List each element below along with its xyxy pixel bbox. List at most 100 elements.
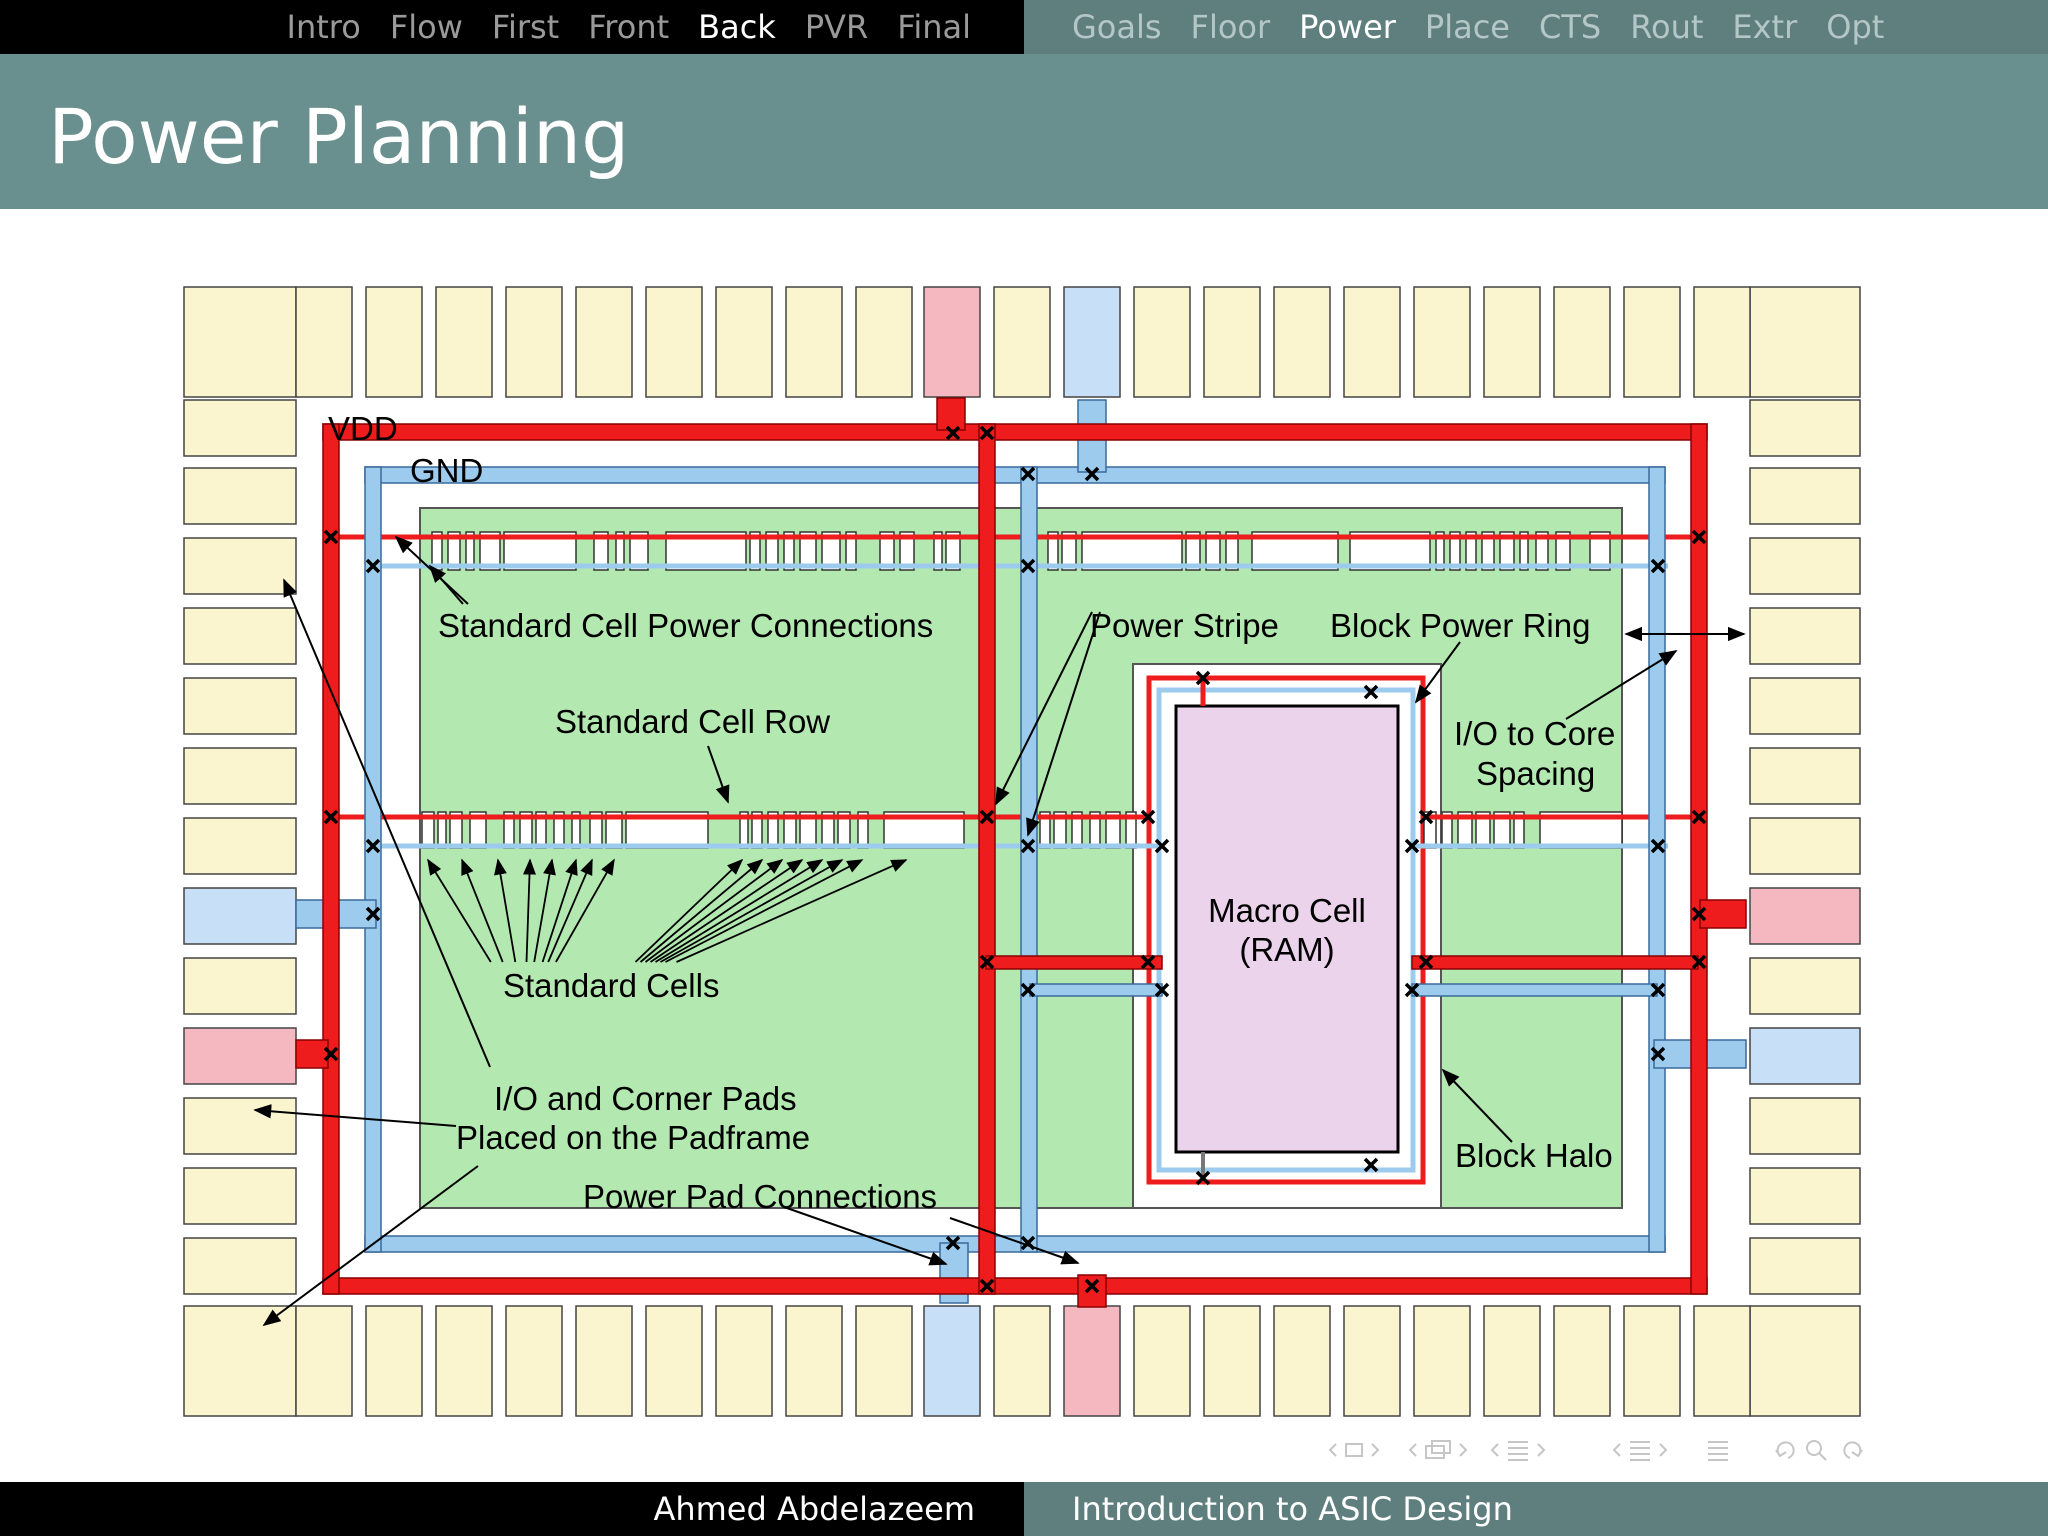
nav-item-intro[interactable]: Intro bbox=[286, 8, 361, 46]
arrow-to-stripe-vdd bbox=[995, 611, 1093, 806]
title-bar: Power Planning bbox=[0, 54, 2048, 209]
via-marker bbox=[979, 954, 995, 970]
via-marker bbox=[365, 838, 381, 854]
standard-cell bbox=[1061, 531, 1077, 571]
arrow-io-pad-left bbox=[253, 1104, 457, 1127]
io-pad-left bbox=[183, 1097, 297, 1155]
section-icon[interactable] bbox=[1508, 1441, 1528, 1461]
io-pad-top bbox=[365, 286, 423, 398]
nav-prev-section-icon[interactable] bbox=[1490, 1443, 1499, 1457]
standard-cell bbox=[749, 531, 761, 571]
nav-item-flow[interactable]: Flow bbox=[389, 8, 463, 46]
standard-cell bbox=[1225, 531, 1239, 571]
arrow-block-halo bbox=[1441, 1068, 1513, 1143]
footer-course: Introduction to ASIC Design bbox=[1024, 1482, 2048, 1536]
io-pad-top bbox=[1063, 286, 1121, 398]
nav-item-place[interactable]: Place bbox=[1424, 8, 1510, 46]
standard-cell bbox=[1535, 531, 1549, 571]
io-pad-bottom bbox=[1623, 1305, 1681, 1417]
io-pad-right bbox=[1749, 537, 1861, 595]
io-pad-bottom bbox=[1553, 1305, 1611, 1417]
nav-item-power[interactable]: Power bbox=[1299, 8, 1396, 46]
document-icon[interactable] bbox=[1630, 1441, 1650, 1461]
nav-item-pvr[interactable]: PVR bbox=[804, 8, 869, 46]
standard-cell bbox=[1465, 531, 1477, 571]
standard-cell bbox=[1047, 531, 1059, 571]
via-marker bbox=[1020, 466, 1036, 482]
arrow-power-pad-2 bbox=[949, 1217, 1080, 1265]
io-pad-left bbox=[183, 537, 297, 595]
io-pad-top bbox=[1623, 286, 1681, 398]
io-pad-bottom bbox=[435, 1305, 493, 1417]
subsection-nav: Goals Floor Power Place CTS Rout Extr Opt bbox=[1072, 0, 1913, 54]
nav-item-floor[interactable]: Floor bbox=[1190, 8, 1271, 46]
frame-icon[interactable] bbox=[1345, 1443, 1363, 1457]
via-marker bbox=[1363, 1157, 1379, 1173]
nav-item-back[interactable]: Back bbox=[698, 8, 776, 46]
macro-cell bbox=[1174, 704, 1400, 1154]
nav-item-final[interactable]: Final bbox=[897, 8, 971, 46]
macro-cell-label: Macro Cell bbox=[1208, 892, 1366, 929]
io-pads-label: I/O and Corner Pads bbox=[494, 1080, 797, 1117]
nav-item-first[interactable]: First bbox=[491, 8, 560, 46]
standard-cell bbox=[593, 531, 609, 571]
nav-prev-subsection-icon[interactable] bbox=[1408, 1443, 1417, 1457]
via-marker bbox=[1140, 809, 1156, 825]
standard-cell bbox=[629, 531, 649, 571]
io-pad-left bbox=[183, 957, 297, 1015]
io-pad-top bbox=[715, 286, 773, 398]
io-pad-top bbox=[1483, 286, 1541, 398]
standard-cell bbox=[1435, 531, 1445, 571]
io-pad-bottom bbox=[505, 1305, 563, 1417]
via-marker bbox=[979, 425, 995, 441]
standard-cell bbox=[899, 531, 915, 571]
nav-item-cts[interactable]: CTS bbox=[1538, 8, 1602, 46]
nav-item-opt[interactable]: Opt bbox=[1826, 8, 1885, 46]
forward-icon[interactable] bbox=[1843, 1441, 1863, 1459]
nav-item-front[interactable]: Front bbox=[588, 8, 670, 46]
io-pad-bottom bbox=[1133, 1305, 1191, 1417]
nav-prev-doc-icon[interactable] bbox=[1612, 1443, 1621, 1457]
top-navigation-bar: Intro Flow First Front Back PVR Final Goals Flo… bbox=[0, 0, 2048, 54]
back-icon[interactable] bbox=[1775, 1441, 1795, 1459]
standard-cell bbox=[1185, 531, 1201, 571]
search-icon[interactable] bbox=[1806, 1440, 1822, 1456]
appendix-icon[interactable] bbox=[1708, 1441, 1728, 1461]
io-pad-right bbox=[1749, 607, 1861, 665]
beamer-navigation-symbols[interactable] bbox=[1320, 1436, 2020, 1464]
io-pad-top bbox=[1343, 286, 1401, 398]
standard-cell-arrow bbox=[494, 858, 517, 963]
standard-cell bbox=[799, 531, 817, 571]
nav-item-rout[interactable]: Rout bbox=[1630, 8, 1704, 46]
section-nav: Intro Flow First Front Back PVR Final bbox=[287, 0, 1000, 54]
via-marker bbox=[1404, 838, 1420, 854]
standard-cell bbox=[1449, 531, 1461, 571]
standard-cell bbox=[447, 531, 461, 571]
io-pad-left bbox=[183, 887, 297, 945]
io-pad-top bbox=[1133, 286, 1191, 398]
io-pad-left bbox=[183, 677, 297, 735]
block-ring-gnd bbox=[1156, 687, 1416, 1173]
io-pad-top bbox=[295, 286, 353, 398]
nav-prev-frame-icon[interactable] bbox=[1328, 1443, 1337, 1457]
nav-item-extr[interactable]: Extr bbox=[1732, 8, 1798, 46]
standard-cell-arrow bbox=[541, 858, 578, 963]
io-pad-right bbox=[1749, 957, 1861, 1015]
block-power-ring-label: Block Power Ring bbox=[1330, 607, 1590, 644]
io-pad-right bbox=[1749, 887, 1861, 945]
nav-next-frame-icon[interactable] bbox=[1371, 1443, 1380, 1457]
io-pad-left bbox=[183, 817, 297, 875]
nav-item-goals[interactable]: Goals bbox=[1072, 8, 1162, 46]
slide-title: Power Planning bbox=[48, 92, 630, 181]
io-pad-left bbox=[183, 1027, 297, 1085]
arrow-io-pad-top bbox=[283, 578, 491, 1068]
io-pad-right bbox=[1749, 677, 1861, 735]
nav-next-doc-icon[interactable] bbox=[1659, 1443, 1668, 1457]
macro-cell-ram-label: (RAM) bbox=[1239, 931, 1334, 968]
via-markers bbox=[323, 425, 1707, 1294]
nav-next-subsection-icon[interactable] bbox=[1459, 1443, 1468, 1457]
via-marker bbox=[1418, 809, 1434, 825]
standard-cell bbox=[465, 531, 475, 571]
via-marker bbox=[1418, 954, 1434, 970]
nav-next-section-icon[interactable] bbox=[1537, 1443, 1546, 1457]
